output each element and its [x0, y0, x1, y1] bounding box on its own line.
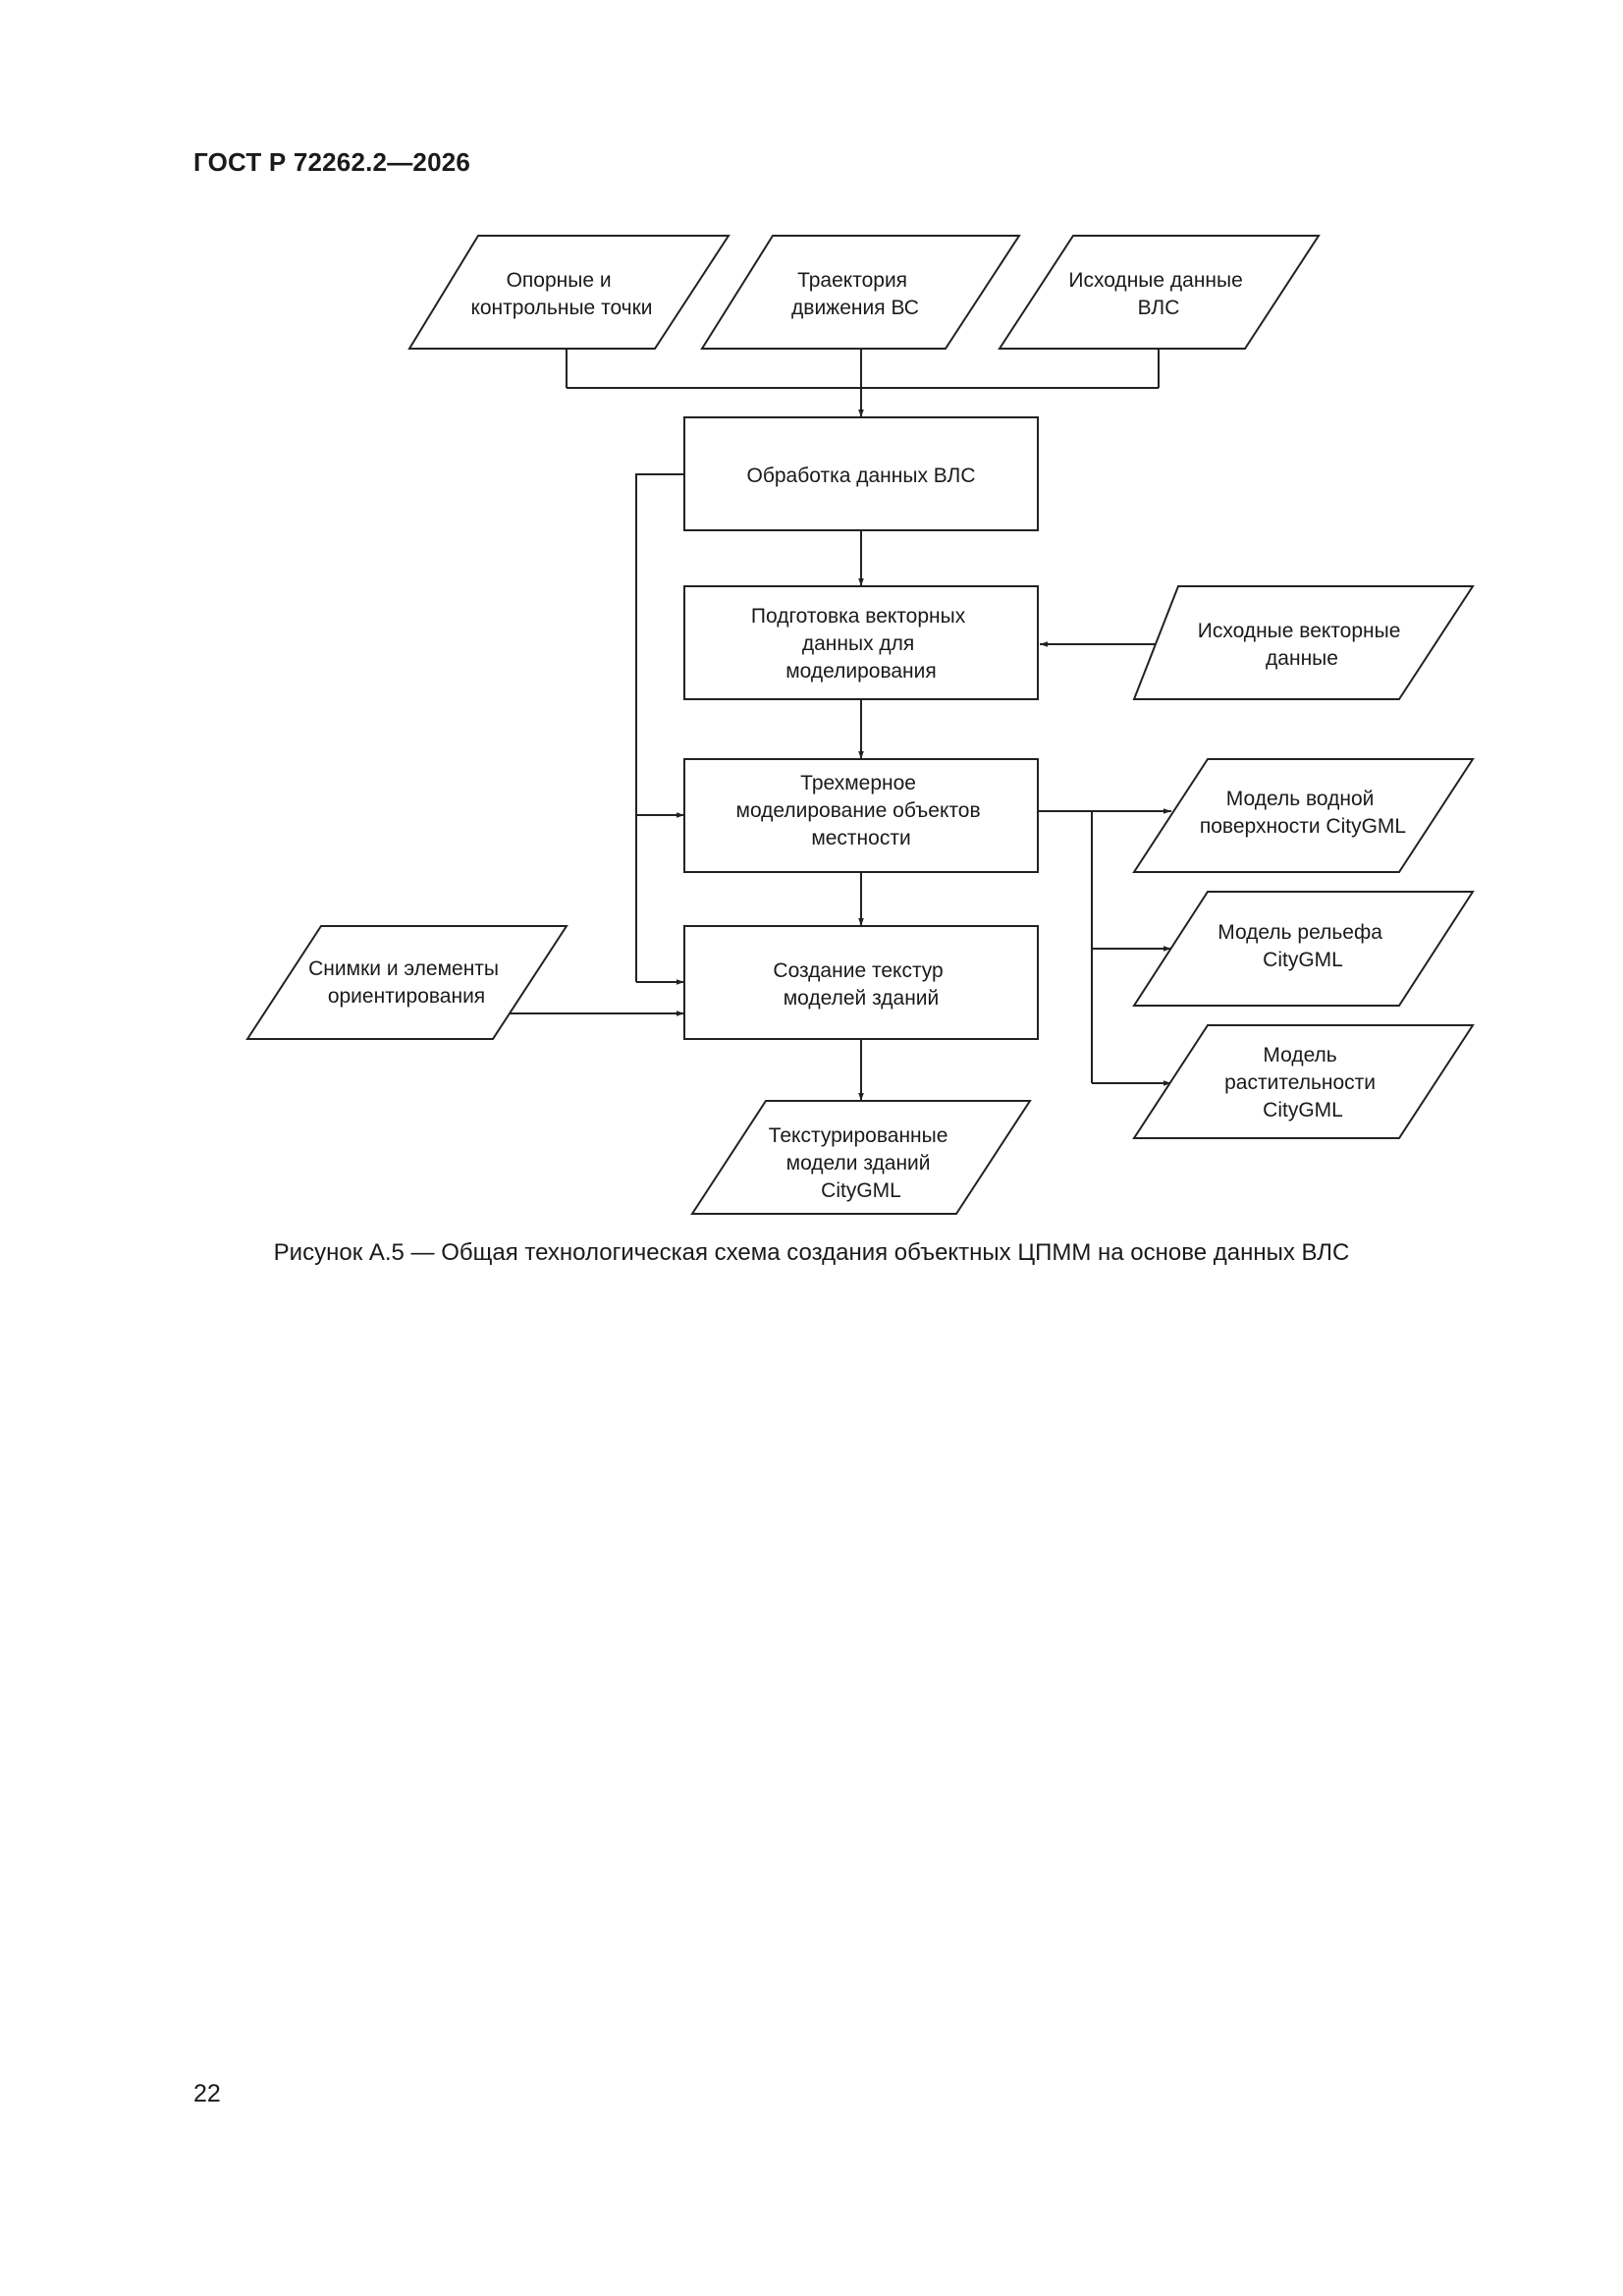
node-label: Снимки и элементы ориентирования — [308, 957, 505, 1008]
process-shape — [683, 758, 1039, 873]
node-vegetation-model: Модель растительности CityGML — [1132, 1024, 1475, 1139]
node-label: Трехмерное моделирование объектов местно… — [736, 772, 987, 849]
node-label: Опорные и контрольные точки — [470, 269, 652, 319]
node-3d-modeling: Трехмерное моделирование объектов местно… — [683, 758, 1039, 873]
data-shape — [407, 235, 730, 350]
node-control-points: Опорные и контрольные точки — [407, 235, 730, 350]
node-textured-models: Текстурированные модели зданий CityGML — [690, 1100, 1032, 1215]
node-label: Обработка данных ВЛС — [746, 465, 975, 487]
node-water-model: Модель водной поверхности CityGML — [1132, 758, 1475, 873]
node-images: Снимки и элементы ориентирования — [245, 925, 568, 1040]
data-shape — [245, 925, 568, 1040]
node-label: Исходные векторные данные — [1198, 620, 1407, 670]
node-relief-model: Модель рельефа CityGML — [1132, 891, 1475, 1007]
node-vector-data: Исходные векторные данные — [1132, 585, 1475, 700]
node-texture-creation: Создание текстур моделей зданий — [683, 925, 1039, 1040]
page-number: 22 — [193, 2080, 221, 2107]
node-label: Подготовка векторных данных для моделиро… — [751, 605, 971, 683]
data-shape — [700, 235, 1021, 350]
node-source-data: Исходные данные ВЛС — [998, 235, 1321, 350]
node-label: Исходные данные ВЛС — [1068, 269, 1248, 319]
node-data-processing: Обработка данных ВЛС — [683, 416, 1039, 531]
node-label: Создание текстур моделей зданий — [773, 959, 948, 1010]
document-header: ГОСТ Р 72262.2—2026 — [193, 147, 471, 177]
process-shape — [683, 925, 1039, 1040]
data-shape — [1132, 1024, 1475, 1139]
data-shape — [1132, 891, 1475, 1007]
node-label: Текстурированные модели зданий CityGML — [769, 1124, 954, 1202]
node-label: Модель рельефа CityGML — [1217, 921, 1388, 971]
process-shape — [683, 416, 1039, 531]
node-vector-preparation: Подготовка векторных данных для моделиро… — [683, 585, 1039, 700]
node-trajectory: Траектория движения ВС — [700, 235, 1021, 350]
figure-caption: Рисунок А.5 — Общая технологическая схем… — [273, 1239, 1350, 1266]
node-label: Модель растительности CityGML — [1224, 1044, 1381, 1121]
data-shape — [1132, 585, 1475, 700]
node-label: Модель водной поверхности CityGML — [1200, 788, 1406, 838]
connectors — [508, 349, 1171, 1101]
node-label: Траектория движения ВС — [791, 269, 919, 319]
process-shape — [683, 585, 1039, 700]
connector-processing-bypass — [635, 473, 684, 982]
data-shape — [998, 235, 1321, 350]
data-shape — [690, 1100, 1032, 1215]
data-shape — [1132, 758, 1475, 873]
